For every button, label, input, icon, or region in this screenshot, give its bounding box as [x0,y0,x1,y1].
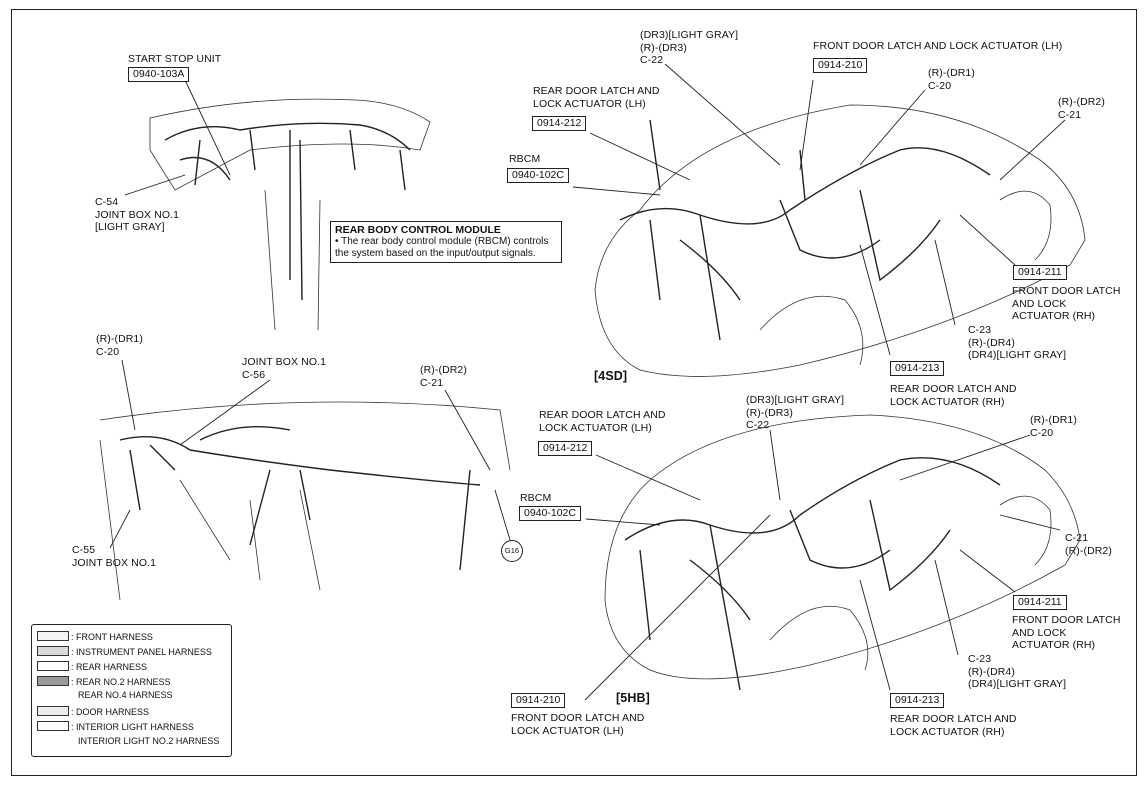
rbcm-info-text: • The rear body control module (RBCM) co… [335,236,549,259]
hatchback-drawing [604,414,1081,691]
ground-g16: G16 [501,540,523,562]
rbcm-info-title: REAR BODY CONTROL MODULE [335,224,501,236]
legend-swatch [37,631,69,641]
sd-c22-label: (DR3)[LIGHT GRAY] (R)-(DR3) C-22 [640,29,739,66]
legend-swatch [37,706,69,716]
hb-front-rh-code: 0914-211 [1013,595,1067,610]
sd-front-lh-label: FRONT DOOR LATCH AND LOCK ACTUATOR (LH) [813,40,1063,52]
harness-legend: : FRONT HARNESS : INSTRUMENT PANEL HARNE… [31,624,232,757]
sd-rear-rh-code: 0914-213 [890,361,945,376]
hb-front-rh-label: FRONT DOOR LATCH AND LOCK ACTUATOR (RH) [1012,614,1121,651]
sd-c21-label: (R)-(DR2) C-21 [1058,96,1105,121]
hb-rear-lh-code: 0914-212 [538,441,593,456]
c54-joint-box-label: C-54 JOINT BOX NO.1 [LIGHT GRAY] [95,196,180,233]
hb-rbcm-code: 0940-102C [519,506,581,521]
legend-item: : FRONT HARNESS [37,631,153,643]
legend-swatch [37,676,69,686]
legend-item: : DOOR HARNESS [37,706,149,718]
legend-item: : INTERIOR LIGHT HARNESS [37,721,194,733]
legend-swatch [37,646,69,656]
c20-label: (R)-(DR1) C-20 [96,333,143,358]
sd-front-rh-label: FRONT DOOR LATCH AND LOCK ACTUATOR (RH) [1012,285,1121,322]
hb-rear-rh-code: 0914-213 [890,693,945,708]
sedan-view-label: [4SD] [594,369,628,383]
sd-c23-label: C-23 (R)-(DR4) (DR4)[LIGHT GRAY] [968,324,1067,361]
legend-item: REAR NO.4 HARNESS [78,690,173,700]
hb-rear-lh-label: REAR DOOR LATCH AND LOCK ACTUATOR (LH) [539,409,666,434]
sd-rbcm-code: 0940-102C [507,168,569,183]
dashboard-drawing [149,98,431,331]
start-stop-unit-code: 0940-103A [128,67,190,82]
hb-c20-label: (R)-(DR1) C-20 [1030,414,1077,439]
legend-item: : REAR HARNESS [37,661,147,673]
start-stop-unit-label: START STOP UNIT [128,53,222,65]
c55-joint-box-label: C-55 JOINT BOX NO.1 [72,544,157,569]
diagram-frame [11,9,1137,776]
hb-c23-label: C-23 (R)-(DR4) (DR4)[LIGHT GRAY] [968,653,1067,690]
sd-front-lh-code: 0914-210 [813,58,868,73]
legend-item: : REAR NO.2 HARNESS [37,676,171,688]
hb-front-lh-label: FRONT DOOR LATCH AND LOCK ACTUATOR (LH) [511,712,645,737]
c56-joint-box-label: JOINT BOX NO.1 C-56 [242,356,327,381]
sd-rear-rh-label: REAR DOOR LATCH AND LOCK ACTUATOR (RH) [890,383,1017,408]
legend-item: : INSTRUMENT PANEL HARNESS [37,646,212,658]
c21-label: (R)-(DR2) C-21 [420,364,467,389]
leader-lines [109,63,1066,701]
hb-c21-label: C-21 (R)-(DR2) [1065,532,1112,557]
hatchback-view-label: [5HB] [616,691,650,705]
sd-c20-label: (R)-(DR1) C-20 [928,67,975,92]
legend-swatch [37,661,69,671]
legend-item: INTERIOR LIGHT NO.2 HARNESS [78,736,220,746]
hb-rbcm-label: RBCM [520,492,552,504]
hb-front-lh-code: 0914-210 [511,693,566,708]
hb-rear-rh-label: REAR DOOR LATCH AND LOCK ACTUATOR (RH) [890,713,1017,738]
sd-rbcm-label: RBCM [509,153,541,165]
sd-rear-lh-code: 0914-212 [532,116,587,131]
legend-swatch [37,721,69,731]
instrument-panel-drawing [99,401,511,601]
sd-front-rh-code: 0914-211 [1013,265,1067,280]
sd-rear-lh-label: REAR DOOR LATCH AND LOCK ACTUATOR (LH) [533,85,660,110]
hb-c22-label: (DR3)[LIGHT GRAY] (R)-(DR3) C-22 [746,394,845,431]
sedan-drawing [594,104,1086,377]
rbcm-info-box: REAR BODY CONTROL MODULE • The rear body… [330,221,562,263]
